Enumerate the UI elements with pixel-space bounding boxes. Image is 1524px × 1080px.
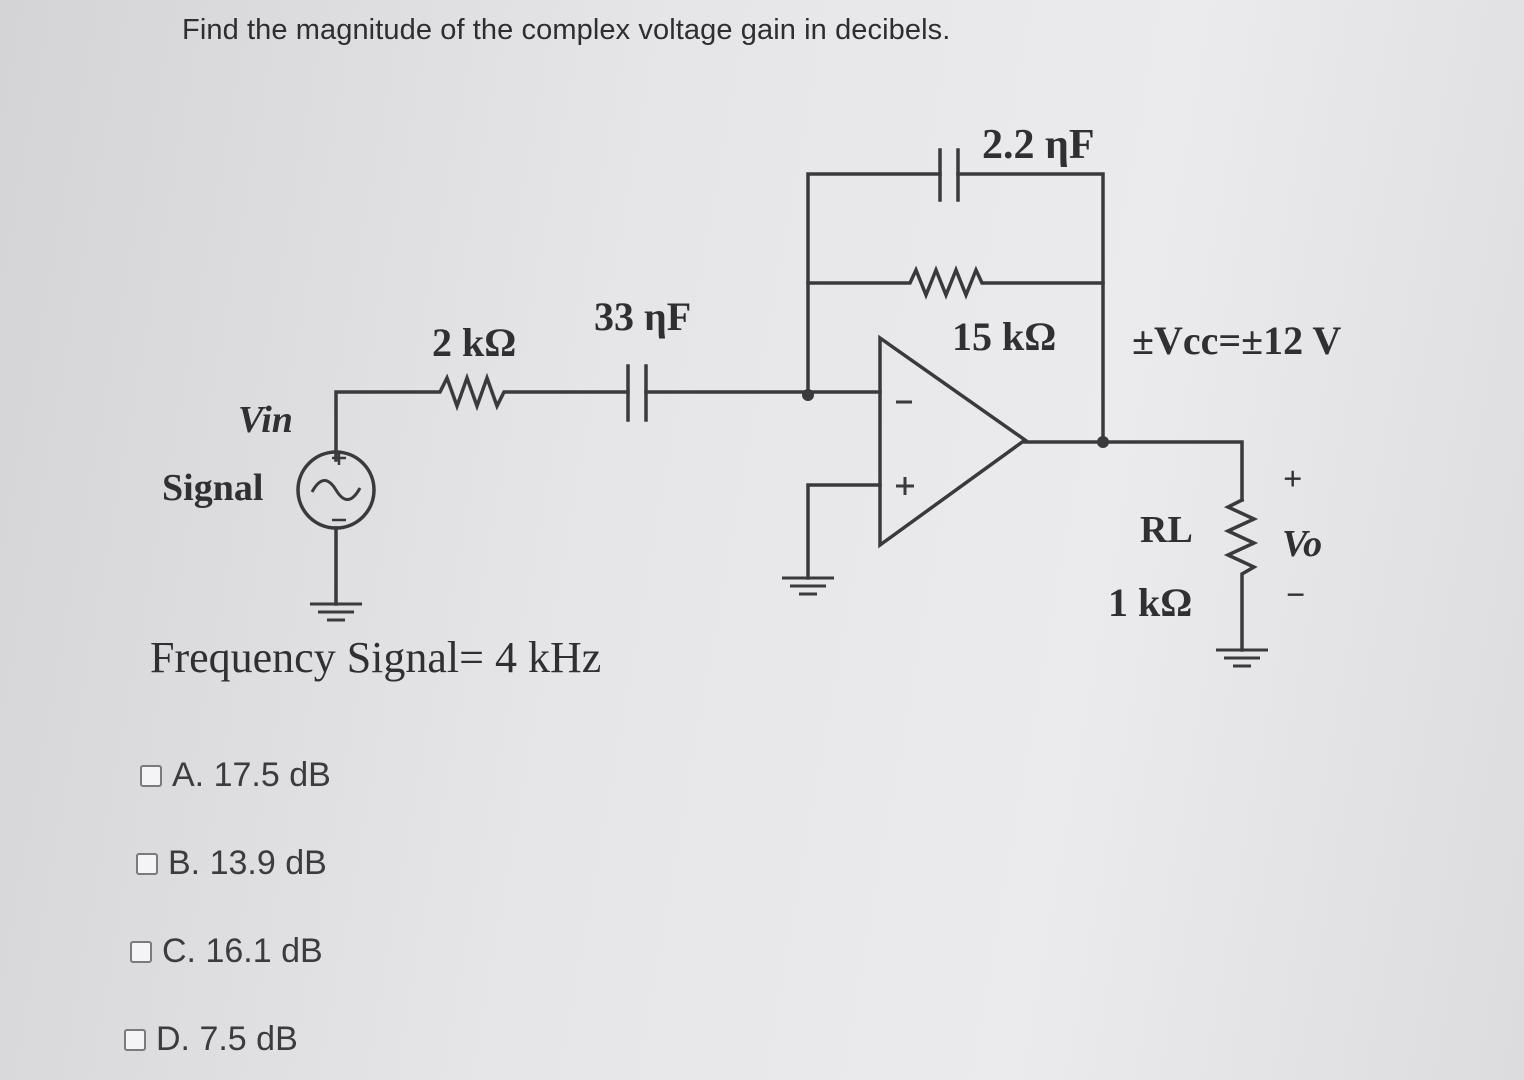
feedback-cap-wire — [806, 172, 1105, 442]
input-wire — [334, 372, 882, 462]
load-resistor — [1223, 497, 1259, 652]
junction-node-inverting — [802, 389, 814, 401]
input-resistor-label: 2 kΩ — [432, 320, 516, 365]
noninverting-input-mark — [896, 477, 914, 495]
load-resistor-value: 1 kΩ — [1108, 580, 1192, 625]
option-a[interactable]: A. 17.5 dB — [140, 756, 331, 795]
input-capacitor-label: 33 ηF — [594, 294, 691, 339]
signal-label: Signal — [162, 467, 263, 509]
ground-symbol-opamp — [782, 576, 834, 596]
option-c-checkbox[interactable] — [130, 940, 152, 963]
supply-voltage-label: ±Vcc=±12 V — [1132, 318, 1341, 363]
ground-symbol-source — [310, 602, 362, 622]
option-d-checkbox[interactable] — [124, 1028, 146, 1051]
source-plus-mark — [332, 451, 346, 465]
noninverting-ground-wire — [806, 483, 882, 580]
op-amp-triangle — [878, 334, 1029, 549]
sine-wave-icon — [310, 479, 362, 501]
vo-plus-mark: + — [1283, 461, 1302, 498]
question-text: Find the magnitude of the complex voltag… — [182, 14, 951, 46]
junction-node-output — [1097, 436, 1109, 448]
option-b-checkbox[interactable] — [136, 852, 158, 875]
vo-label: Vo — [1282, 523, 1322, 565]
option-d[interactable]: D. 7.5 dB — [124, 1020, 298, 1059]
option-b[interactable]: B. 13.9 dB — [136, 844, 327, 883]
option-d-label: D. 7.5 dB — [156, 1020, 298, 1058]
vo-minus-mark: − — [1286, 577, 1305, 614]
circuit-diagram: 2.2 ηF 15 kΩ 2 kΩ 33 ηF ±Vcc=±12 V Vin S… — [150, 122, 1341, 682]
option-a-checkbox[interactable] — [140, 764, 162, 787]
ground-symbol-load — [1216, 648, 1268, 668]
frequency-label: Frequency Signal= 4 kHz — [150, 633, 601, 682]
output-wire — [1023, 440, 1244, 502]
option-b-label: B. 13.9 dB — [168, 844, 327, 882]
option-c-label: C. 16.1 dB — [162, 932, 323, 970]
option-a-label: A. 17.5 dB — [172, 756, 331, 794]
option-c[interactable]: C. 16.1 dB — [130, 932, 323, 971]
vin-label: Vin — [238, 399, 293, 441]
load-resistor-name: RL — [1140, 509, 1193, 551]
feedback-resistor-label: 15 kΩ — [952, 314, 1056, 359]
feedback-resistor — [806, 265, 1105, 300]
feedback-capacitor-label: 2.2 ηF — [982, 122, 1095, 168]
